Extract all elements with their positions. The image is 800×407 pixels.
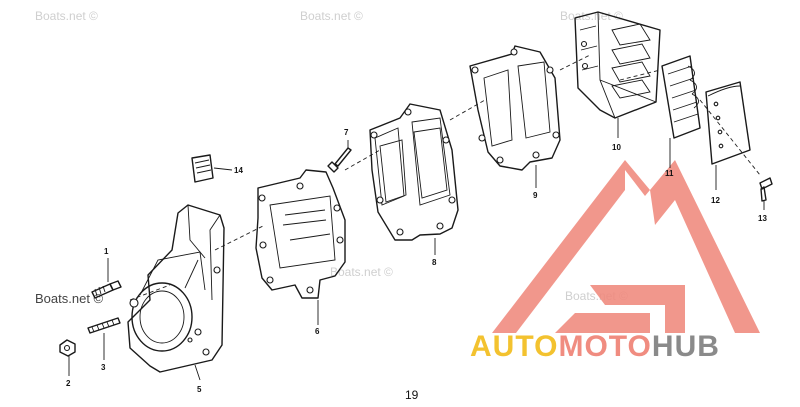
watermark-text: Boats.net © bbox=[35, 291, 104, 306]
part-8-reed-plate bbox=[369, 103, 459, 255]
callout-labels: 1 2 3 5 6 7 8 9 10 11 12 13 14 bbox=[66, 128, 767, 394]
logo-wordmark: AUTOMOTOHUB bbox=[470, 330, 720, 363]
part-13-screw bbox=[759, 177, 773, 210]
watermark-text: Boats.net © bbox=[35, 9, 98, 23]
callout-7: 7 bbox=[344, 128, 349, 137]
part-1-bolt bbox=[91, 258, 122, 299]
logo-word-hub: HUB bbox=[652, 330, 720, 363]
watermark-text: Boats.net © bbox=[300, 9, 363, 23]
part-2-nut bbox=[59, 339, 76, 376]
callout-9: 9 bbox=[533, 191, 538, 200]
part-10-reed-cage bbox=[574, 11, 661, 138]
callout-5: 5 bbox=[197, 385, 202, 394]
callout-12: 12 bbox=[711, 196, 720, 205]
callout-10: 10 bbox=[612, 143, 621, 152]
callout-2: 2 bbox=[66, 379, 71, 388]
part-11-reeds bbox=[661, 55, 701, 168]
logo-mark bbox=[492, 160, 760, 333]
part-5-adapter bbox=[127, 204, 225, 381]
callout-6: 6 bbox=[315, 327, 320, 336]
part-12-reed-stop bbox=[705, 81, 751, 190]
callout-13: 13 bbox=[758, 214, 767, 223]
logo-word-auto: AUTO bbox=[470, 330, 558, 363]
logo-word-moto: MOTO bbox=[558, 330, 651, 363]
part-7-screw bbox=[327, 140, 352, 173]
part-3-stud bbox=[87, 317, 121, 360]
callout-11: 11 bbox=[665, 169, 674, 178]
part-14-plate bbox=[191, 154, 233, 183]
watermark-text: Boats.net © bbox=[330, 265, 393, 279]
callout-8: 8 bbox=[432, 258, 437, 267]
automotohub-logo: AUTOMOTOHUB bbox=[470, 160, 760, 363]
callout-14: 14 bbox=[234, 166, 243, 175]
part-9-gasket bbox=[469, 45, 561, 188]
callout-3: 3 bbox=[101, 363, 106, 372]
callout-1: 1 bbox=[104, 247, 109, 256]
page-number: 19 bbox=[405, 388, 419, 402]
part-6-gasket bbox=[255, 169, 346, 325]
watermark-layer: Boats.net © Boats.net © Boats.net © Boat… bbox=[35, 9, 628, 306]
